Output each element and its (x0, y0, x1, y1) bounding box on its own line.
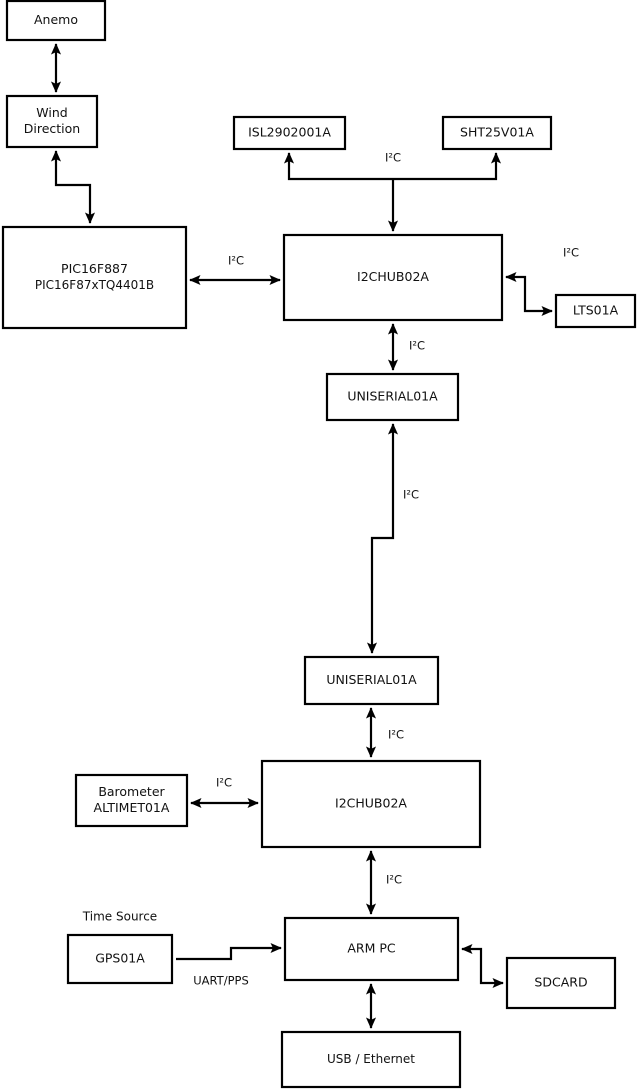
node-box-sdcard[interactable] (505, 956, 617, 1010)
node-usbeth[interactable]: USB / Ethernet (280, 1030, 462, 1089)
edge-line (505, 271, 553, 317)
edges-layer: I²C I²C I²C I²C I²C I²C I²C I²C UART/PPS (50, 43, 579, 1029)
node-label-wind: Wind (36, 105, 67, 120)
edge-label-hub-isl-sht: I²C (385, 151, 401, 165)
node-label-pic: PIC16F887 (61, 261, 128, 276)
node-label-hub_top: I2CHUB02A (357, 269, 429, 284)
node-label-isl: ISL2902001A (248, 125, 331, 140)
node-label-pic: PIC16F87xTQ4401B (35, 278, 154, 292)
edge-line (461, 943, 504, 989)
edge-gps-armpc: UART/PPS (176, 942, 282, 988)
edge-uniserial-hub2: I²C (365, 707, 404, 758)
node-label-sht: SHT25V01A (460, 125, 534, 140)
node-label-usbeth: USB / Ethernet (327, 1052, 415, 1066)
edge-hub2-armpc: I²C (365, 850, 402, 915)
edge-label-hub-lts: I²C (563, 246, 579, 260)
node-box-gps[interactable] (66, 933, 174, 985)
node-label-anemo: Anemo (34, 12, 78, 27)
node-anemo[interactable]: Anemo (5, 0, 107, 42)
free-labels-layer: Time Source (82, 910, 157, 924)
edge-uniserial-uniserial: I²C (366, 423, 419, 654)
edge-label-uniserial-hub2: I²C (388, 728, 404, 742)
edge-armpc-sdcard (461, 943, 504, 989)
node-uniserial_bot[interactable]: UNISERIAL01A (303, 655, 440, 706)
node-box-lts[interactable] (554, 293, 637, 329)
node-hub_bot[interactable]: I2CHUB02A (260, 759, 482, 849)
edge-label-uniserial-uniserial: I²C (403, 488, 419, 502)
node-isl[interactable]: ISL2902001A (232, 115, 347, 151)
node-uniserial_top[interactable]: UNISERIAL01A (325, 372, 460, 422)
node-box-uniserial_bot[interactable] (303, 655, 440, 706)
node-box-sht[interactable] (441, 115, 553, 151)
node-sdcard[interactable]: SDCARD (505, 956, 617, 1010)
node-label-uniserial_bot: UNISERIAL01A (326, 672, 417, 687)
edge-hub-uniserial: I²C (387, 323, 425, 371)
node-box-isl[interactable] (232, 115, 347, 151)
node-label-barometer: Barometer (98, 784, 165, 799)
edge-label-hub2-armpc: I²C (386, 873, 402, 887)
edge-line (366, 423, 399, 654)
edge-line (50, 150, 96, 224)
node-label-hub_bot: I2CHUB02A (335, 796, 407, 811)
node-label-lts: LTS01A (573, 303, 619, 318)
free-label-time-source: Time Source (82, 910, 157, 924)
node-box-usbeth[interactable] (280, 1030, 462, 1089)
node-gps[interactable]: GPS01A (66, 933, 174, 985)
node-armpc[interactable]: ARM PC (283, 916, 460, 982)
edge-label-hub-uniserial: I²C (409, 339, 425, 353)
node-label-gps: GPS01A (95, 951, 145, 966)
edge-label-gps-armpc: UART/PPS (193, 974, 249, 988)
node-box-hub_bot[interactable] (260, 759, 482, 849)
node-lts[interactable]: LTS01A (554, 293, 637, 329)
node-label-uniserial_top: UNISERIAL01A (347, 389, 438, 404)
node-box-uniserial_top[interactable] (325, 372, 460, 422)
node-box-wind[interactable] (5, 94, 99, 149)
node-label-sdcard: SDCARD (534, 975, 587, 990)
edge-hub-isl-sht: I²C (283, 151, 502, 181)
edge-wind-pic (50, 150, 96, 224)
edge-line (176, 942, 282, 961)
edge-barometer-hub2: I²C (190, 776, 259, 809)
node-label-barometer: ALTIMET01A (94, 800, 170, 815)
node-box-hub_top[interactable] (282, 233, 504, 322)
node-label-wind: Direction (24, 121, 80, 136)
node-box-anemo[interactable] (5, 0, 107, 42)
node-label-armpc: ARM PC (347, 941, 396, 956)
node-sht[interactable]: SHT25V01A (441, 115, 553, 151)
edge-label-pic-hub: I²C (228, 254, 244, 268)
edge-hub-lts: I²C (505, 246, 579, 317)
node-box-armpc[interactable] (283, 916, 460, 982)
node-box-pic[interactable] (1, 225, 188, 330)
edge-label-barometer-hub2: I²C (216, 776, 232, 790)
edge-pic-hub: I²C (189, 254, 281, 286)
node-hub_top[interactable]: I2CHUB02A (282, 233, 504, 322)
node-box-barometer[interactable] (74, 773, 189, 828)
